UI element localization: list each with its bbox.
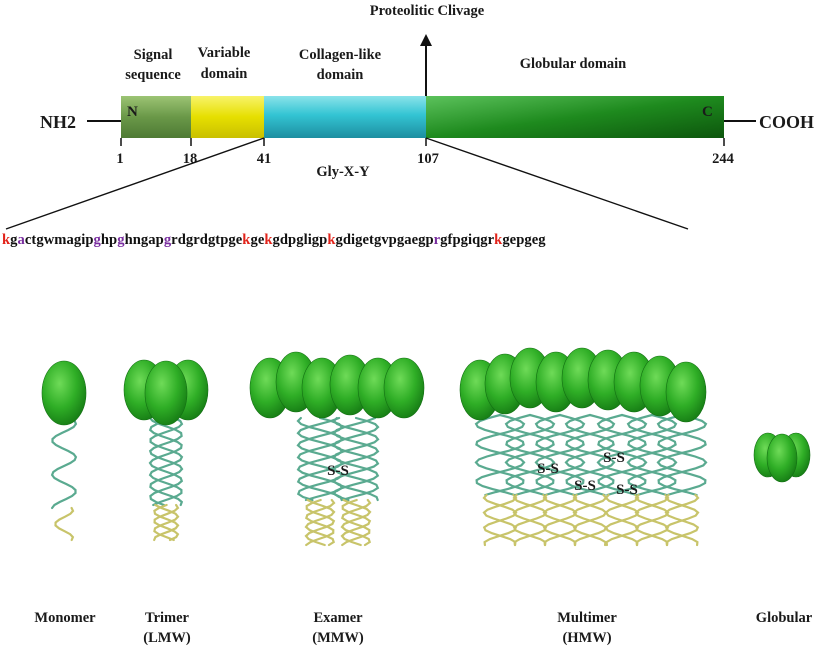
trimer-sub: (LMW) (143, 630, 191, 646)
ss-label-examer: S-S (327, 463, 349, 479)
domain-bar: N C (87, 96, 756, 138)
examer-right-tail-strand (340, 498, 372, 547)
multimer-2-collagen-strand (535, 413, 586, 497)
signal-label-1: Signal (134, 47, 173, 63)
ss-label-multimer-1: S-S (537, 461, 559, 477)
monomer-tail-strand (54, 506, 75, 542)
globular-form-head-center (766, 433, 798, 483)
zoom-line-left (5, 137, 265, 230)
position-41: 41 (257, 151, 272, 167)
position-107: 107 (417, 151, 439, 167)
multimer-sub: (HMW) (562, 630, 611, 646)
multimer-1-collagen-strand (504, 413, 555, 497)
multimer-5-collagen-strand (626, 413, 677, 497)
trimer-globular-head-center (144, 360, 188, 426)
position-ticks (120, 138, 725, 146)
variable-domain-segment (191, 96, 264, 138)
examer-right-collagen-strand (332, 416, 380, 502)
oligomer-illustrations (41, 347, 811, 547)
trimer-label: Trimer (145, 610, 190, 626)
collagen-sequence: kgactgwmagipghpghngapgrdgrdgtpgekgekgdpg… (2, 232, 546, 248)
multimer-globular-head (665, 361, 707, 423)
examer-left-collagen-strand (296, 416, 344, 502)
collagen-domain-segment (264, 96, 426, 138)
multimer-6-collagen-strand (657, 413, 708, 497)
signal-label-2: sequence (125, 67, 181, 83)
multimer-4-collagen-strand (597, 413, 648, 497)
variable-label-1: Variable (198, 45, 251, 61)
trimer-tail-strand (153, 503, 180, 542)
multimer-0-collagen-strand (474, 413, 525, 497)
monomer-collagen-strand (50, 413, 78, 510)
globular-form-label: Globular (756, 610, 813, 626)
examer-left-tail-strand (304, 498, 336, 547)
globular-domain-segment (426, 96, 724, 138)
repeat-label: Gly-X-Y (316, 164, 370, 180)
examer-right-collagen-strand (332, 416, 380, 502)
ss-label-multimer-2: S-S (603, 450, 625, 466)
c-marker: C (702, 104, 713, 120)
multimer-1-collagen-strand (505, 413, 556, 497)
position-1: 1 (116, 151, 123, 167)
multimer-1-tail-strand (512, 493, 548, 547)
collagen-label-2: domain (317, 67, 364, 83)
signal-sequence-segment (121, 96, 191, 138)
trimer-collagen-strand (148, 413, 184, 507)
collagen-label-1: Collagen-like (299, 47, 382, 63)
multimer-4-collagen-strand (596, 413, 647, 497)
zoom-line-right (425, 137, 689, 230)
variable-label-2: domain (201, 66, 248, 82)
multimer-6-collagen-strand (656, 413, 707, 497)
trimer-tail-strand (153, 503, 180, 542)
examer-right-collagen-strand (332, 416, 380, 502)
multimer-label: Multimer (557, 610, 617, 626)
multimer-3-tail-strand (572, 493, 608, 547)
multimer-0-tail-strand (482, 493, 518, 547)
cleavage-label: Proteolitic Clivage (370, 3, 485, 19)
trimer-collagen-strand (148, 413, 184, 507)
examer-right-tail-strand (340, 498, 372, 547)
multimer-5-collagen-strand (627, 413, 678, 497)
n-marker: N (127, 104, 138, 120)
multimer-5-tail-strand (634, 493, 670, 547)
examer-sub: (MMW) (312, 630, 364, 646)
examer-globular-head (383, 357, 425, 419)
monomer-label: Monomer (34, 610, 96, 626)
multimer-0-collagen-strand (475, 413, 526, 497)
multimer-2-collagen-strand (534, 413, 585, 497)
multimer-3-collagen-strand (564, 413, 615, 497)
n-terminus-label: NH2 (40, 112, 76, 132)
monomer-globular-head (41, 360, 87, 426)
position-244: 244 (712, 151, 734, 167)
multimer-6-tail-strand (664, 493, 700, 547)
multimer-2-tail-strand (542, 493, 578, 547)
examer-left-tail-strand (304, 498, 336, 547)
trimer-collagen-strand (148, 413, 184, 507)
c-terminus-label: COOH (759, 112, 814, 132)
ss-label-multimer-3: S-S (574, 478, 596, 494)
examer-label: Examer (313, 610, 363, 626)
ss-label-multimer-4: S-S (616, 482, 638, 498)
multimer-4-tail-strand (604, 493, 640, 547)
globular-label: Globular domain (520, 56, 627, 72)
cleavage-arrow (420, 34, 432, 96)
multimer-3-collagen-strand (565, 413, 616, 497)
